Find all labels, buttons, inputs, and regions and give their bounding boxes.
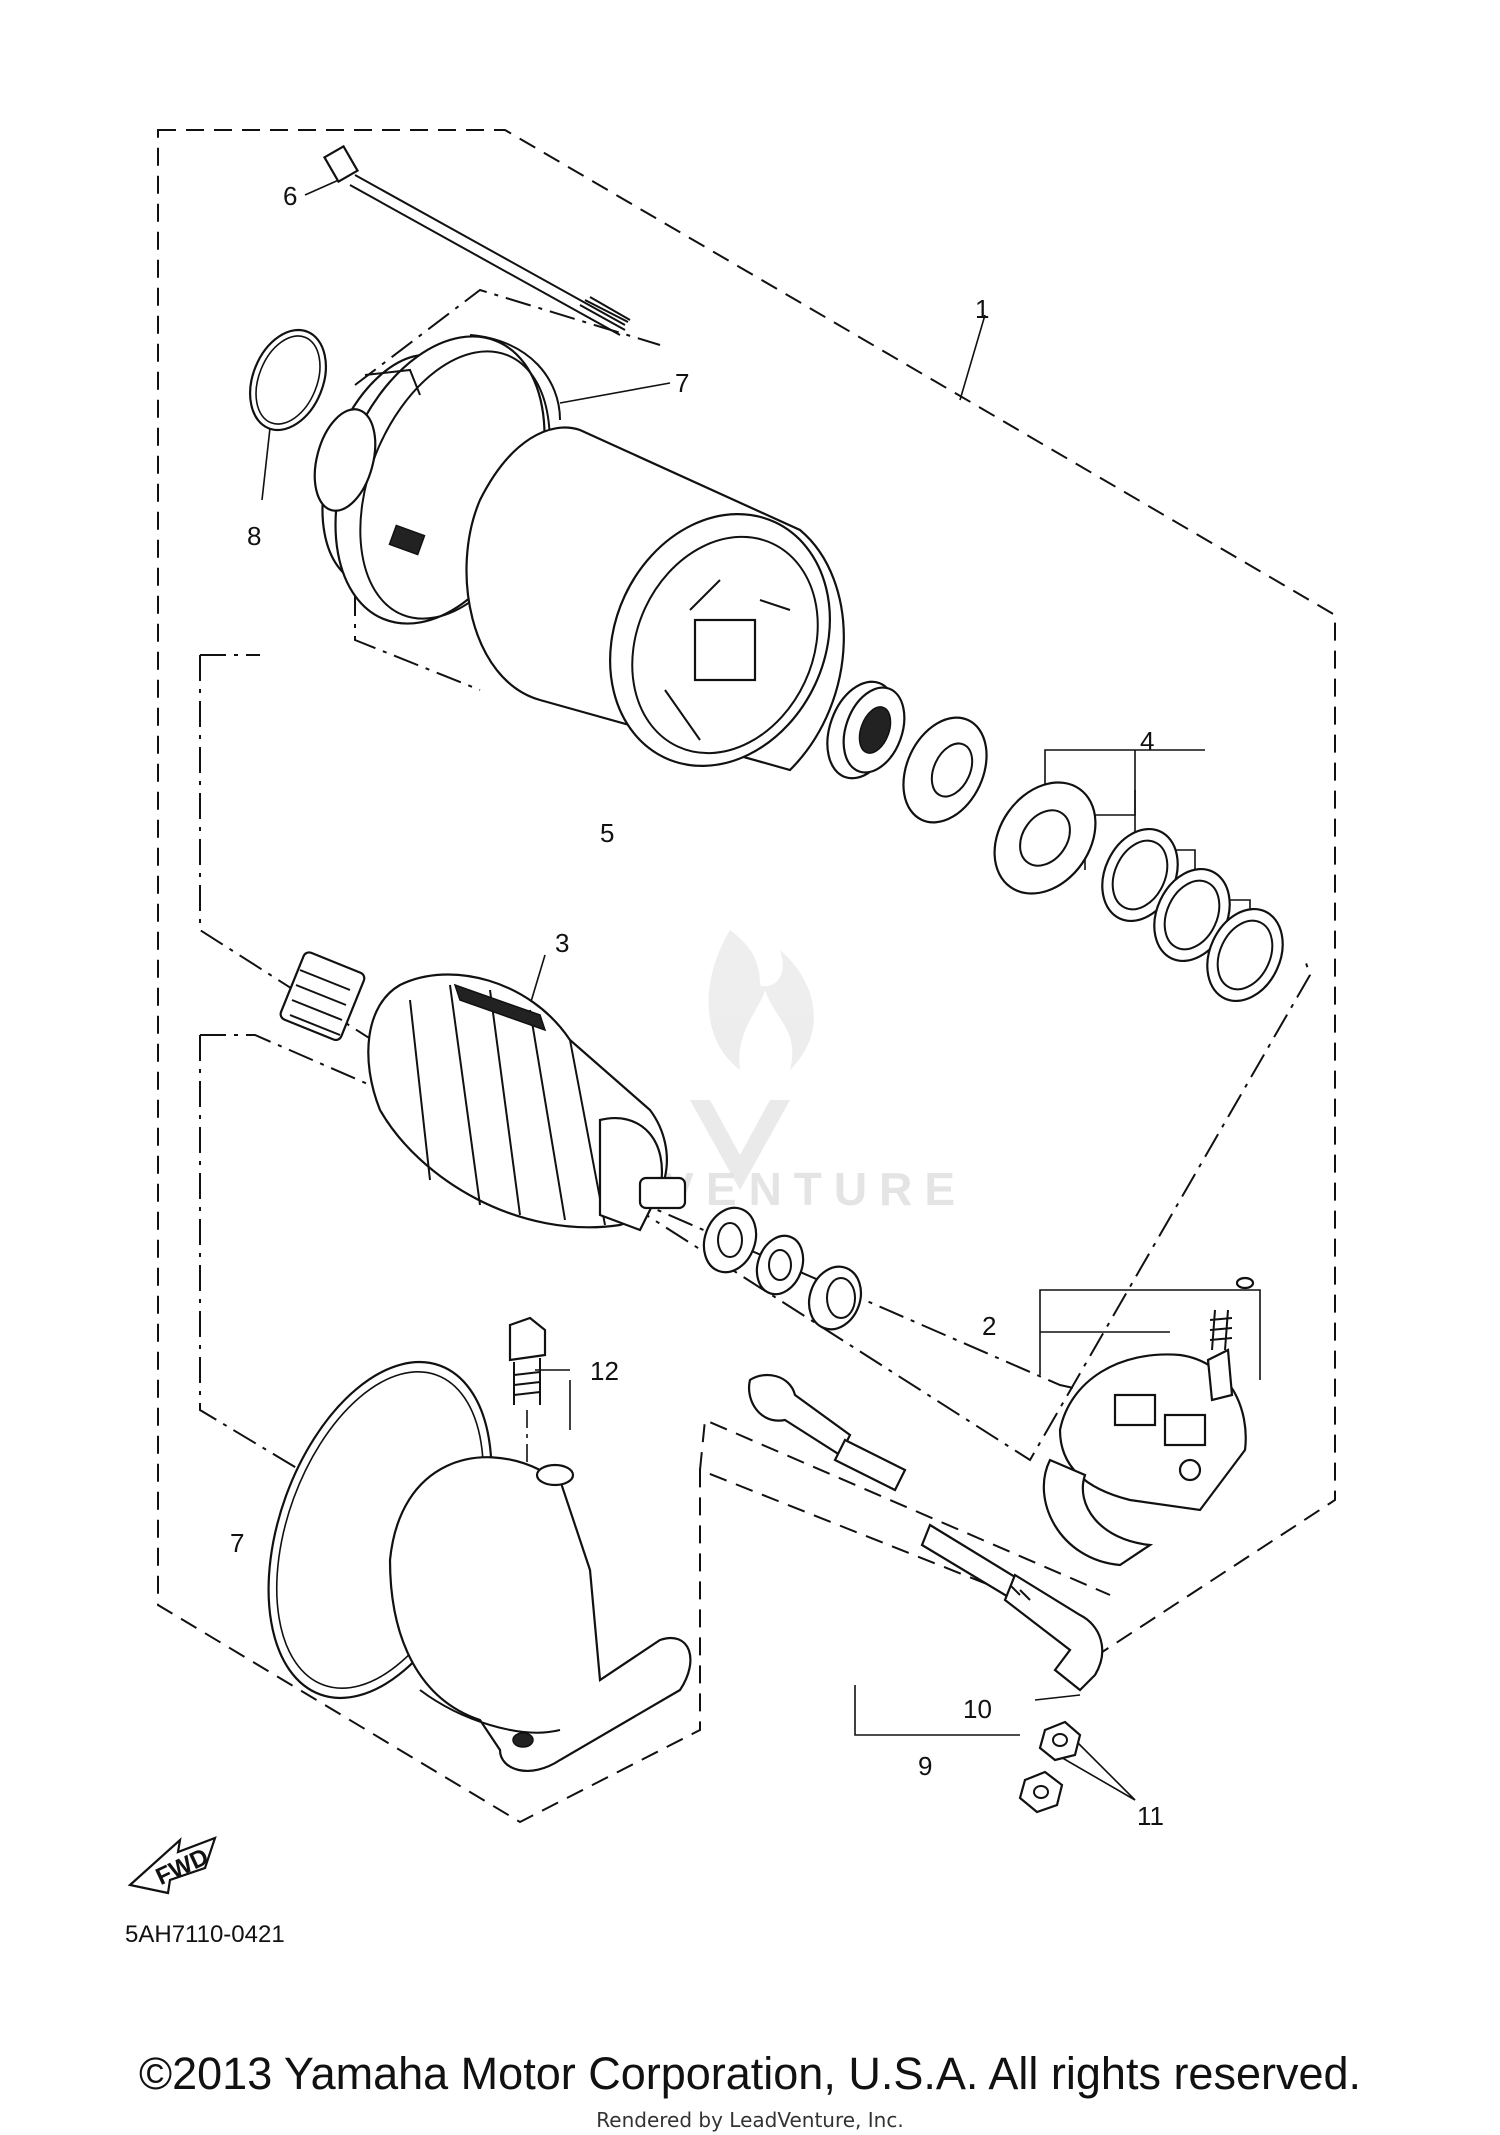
callout-11: 11: [1137, 1801, 1164, 1831]
callout-7-lower: 7: [230, 1528, 244, 1558]
rendered-by-notice: Rendered by LeadVenture, Inc.: [596, 2108, 904, 2132]
bearing: [826, 680, 906, 780]
yoke: [465, 426, 845, 772]
rear-cover: [388, 1456, 692, 1772]
armature-washers: [702, 1206, 863, 1331]
callout-10: 10: [963, 1694, 992, 1724]
callout-12: 12: [590, 1356, 619, 1386]
leadventure-logo-icon: [690, 930, 814, 1190]
spacer: [902, 716, 988, 824]
copyright-notice: ©2013 Yamaha Motor Corporation, U.S.A. A…: [138, 2048, 1362, 2099]
armature-group-bracket: [199, 654, 1312, 1462]
o-ring-small: [249, 328, 327, 432]
callout-6: 6: [283, 181, 297, 211]
fwd-arrow-icon: FWD: [127, 1836, 217, 1895]
armature: [279, 951, 687, 1232]
brush-holder: [1042, 1276, 1255, 1567]
nuts: [1018, 1720, 1082, 1814]
callout-1: 1: [975, 294, 989, 324]
callout-8: 8: [247, 521, 261, 551]
yoke-group-bracket: [354, 288, 661, 691]
starter-cable: [747, 1373, 1104, 1692]
diagram-code: 5AH7110-0421: [125, 1921, 285, 1948]
washer-set: [993, 781, 1284, 1003]
through-bolt: [322, 144, 631, 336]
callout-9: 9: [918, 1751, 932, 1781]
cable-subgroup-boundary: [699, 1418, 1111, 1596]
callout-7-upper: 7: [675, 368, 689, 398]
callout-3: 3: [555, 928, 569, 958]
callout-2: 2: [982, 1311, 996, 1341]
callout-5: 5: [600, 818, 614, 848]
callout-4: 4: [1140, 726, 1154, 756]
